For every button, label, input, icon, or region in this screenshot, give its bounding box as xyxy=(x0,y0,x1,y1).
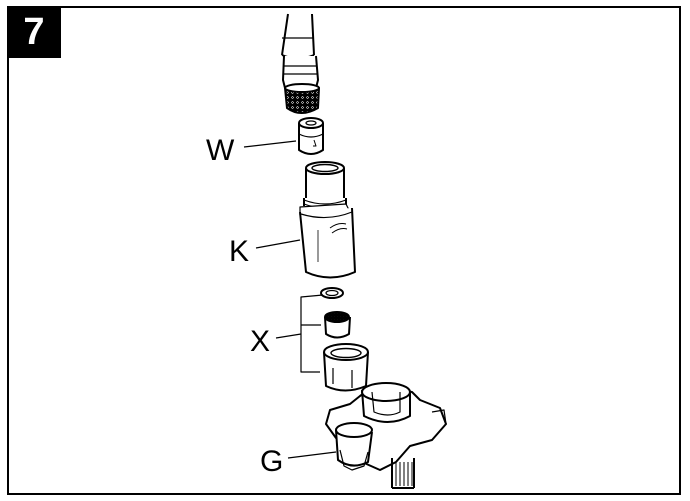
callout-x: X xyxy=(250,325,270,358)
part-x-nozzle-cap xyxy=(323,343,369,392)
part-w-filter-insert xyxy=(298,117,324,155)
callout-w: W xyxy=(206,134,235,167)
part-k-extension-tube xyxy=(299,161,356,279)
part-x-washer xyxy=(320,287,344,299)
hose xyxy=(281,13,315,60)
callout-g: G xyxy=(260,445,283,478)
part-x-filter-screen xyxy=(324,311,351,339)
callout-k: K xyxy=(229,235,249,268)
step-number-badge: 7 xyxy=(7,6,61,58)
part-g-spray-head xyxy=(325,382,447,489)
leader-lines xyxy=(243,140,337,459)
hose-coupling xyxy=(282,55,320,114)
